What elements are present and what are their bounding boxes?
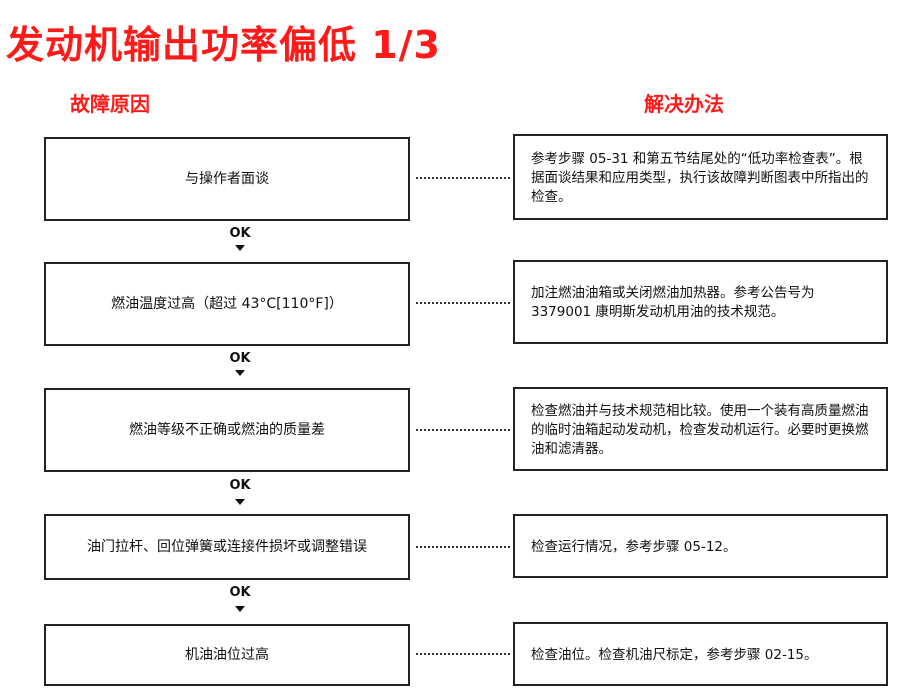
cause-box-5: 机油油位过高	[44, 624, 410, 686]
cause-box-4: 油门拉杆、回位弹簧或连接件损坏或调整错误	[44, 514, 410, 580]
solution-box-2: 加注燃油油箱或关闭燃油加热器。参考公告号为 3379001 康明斯发动机用油的技…	[513, 260, 888, 344]
solution-text-1: 参考步骤 05-31 和第五节结尾处的“低功率检查表”。根据面谈结果和应用类型，…	[531, 150, 869, 205]
ok-label-1: OK	[229, 226, 251, 241]
cause-box-2: 燃油温度过高（超过 43°C[110°F]）	[44, 262, 410, 346]
solution-box-1: 参考步骤 05-31 和第五节结尾处的“低功率检查表”。根据面谈结果和应用类型，…	[513, 134, 888, 220]
solution-text-3: 检查燃油并与技术规范相比较。使用一个装有高质量燃油的临时油箱起动发动机，检查发动…	[531, 402, 869, 457]
cause-box-3: 燃油等级不正确或燃油的质量差	[44, 388, 410, 472]
arrow-down-icon	[235, 245, 245, 251]
cause-box-1: 与操作者面谈	[44, 137, 410, 221]
solution-column-header: 解决办法	[644, 92, 724, 116]
solution-text-2: 加注燃油油箱或关闭燃油加热器。参考公告号为 3379001 康明斯发动机用油的技…	[531, 285, 815, 320]
dotted-connector-4	[416, 546, 510, 548]
solution-box-4: 检查运行情况，参考步骤 05-12。	[513, 514, 888, 578]
dotted-connector-3	[416, 429, 510, 431]
page-title: 发动机输出功率偏低 1/3	[6, 23, 441, 67]
solution-box-3: 检查燃油并与技术规范相比较。使用一个装有高质量燃油的临时油箱起动发动机，检查发动…	[513, 387, 888, 471]
ok-label-4: OK	[229, 585, 251, 600]
arrow-down-icon	[235, 606, 245, 612]
arrow-down-icon	[235, 499, 245, 505]
ok-label-2: OK	[229, 351, 251, 366]
solution-text-4: 检查运行情况，参考步骤 05-12。	[531, 538, 737, 555]
solution-box-5: 检查油位。检查机油尺标定，参考步骤 02-15。	[513, 622, 888, 686]
solution-text-5: 检查油位。检查机油尺标定，参考步骤 02-15。	[531, 646, 818, 663]
dotted-connector-2	[416, 302, 510, 304]
arrow-down-icon	[235, 370, 245, 376]
dotted-connector-5	[416, 653, 510, 655]
cause-column-header: 故障原因	[70, 92, 150, 116]
ok-label-3: OK	[229, 478, 251, 493]
dotted-connector-1	[416, 177, 510, 179]
